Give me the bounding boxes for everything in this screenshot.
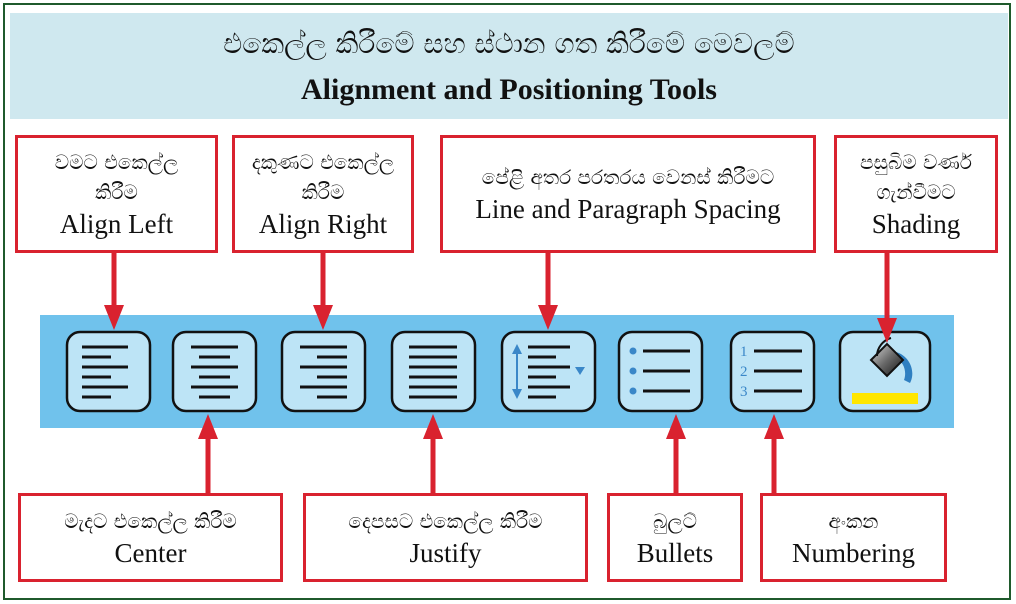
arrow-justify [423, 414, 443, 493]
label-align-right-english: Align Right [258, 209, 388, 239]
label-center-sinhala: මැදට එකෙල්ල කිරීම [64, 508, 237, 533]
align-right-button[interactable] [280, 330, 367, 413]
arrow-shading [877, 253, 897, 343]
title-banner: එකෙල්ල කිරීමේ සහ ස්ථාන ගත කිරීමේ මෙවලම් … [10, 13, 1008, 119]
justify-icon [409, 345, 457, 399]
numbering-button[interactable]: 1 2 3 [729, 330, 816, 413]
label-align-left-sinhala: වමට එකෙල්ල කිරීම [54, 150, 179, 204]
bullets-button[interactable] [617, 330, 704, 413]
label-justify: දෙපසට එකෙල්ල කිරීම Justify [303, 493, 588, 582]
shading-button[interactable] [838, 330, 932, 413]
label-shading-sinhala: පසුබිම වර්ණ ගැන්වීමට [860, 150, 972, 204]
label-shading: පසුබිම වර්ණ ගැන්වීමට Shading [834, 135, 998, 253]
align-left-button[interactable] [65, 330, 152, 413]
arrow-numbering [764, 414, 784, 493]
label-justify-sinhala: දෙපසට එකෙල්ල කිරීම [348, 508, 543, 533]
label-numbering: අංකන Numbering [760, 493, 947, 582]
arrow-align-left [104, 253, 124, 330]
label-bullets-english: Bullets [636, 537, 714, 568]
label-shading-english: Shading [871, 209, 961, 239]
justify-button[interactable] [390, 330, 477, 413]
bullets-icon [629, 347, 690, 395]
arrow-line-spacing [538, 253, 558, 330]
label-justify-english: Justify [409, 537, 482, 568]
line-spacing-button[interactable] [500, 330, 597, 413]
title-english: Alignment and Positioning Tools [301, 73, 717, 106]
number-2: 2 [740, 364, 748, 380]
paint-bucket-icon [852, 337, 918, 404]
dropdown-arrow-icon [575, 367, 585, 375]
title-sinhala: එකෙල්ල කිරීමේ සහ ස්ථාන ගත කිරීමේ මෙවලම් [223, 27, 795, 60]
label-numbering-english: Numbering [792, 537, 915, 568]
numbering-icon: 1 2 3 [740, 344, 802, 400]
align-left-icon [82, 345, 128, 399]
label-line-spacing: පේළි අතර පරතරය වෙනස් කිරීමට Line and Par… [440, 135, 816, 253]
label-align-right: දකුණට එකෙල්ල කිරීම Align Right [232, 135, 414, 253]
label-line-spacing-sinhala: පේළි අතර පරතරය වෙනස් කිරීමට [481, 165, 775, 189]
outer-frame [3, 3, 1011, 600]
align-right-icon [300, 345, 347, 399]
label-bullets: බුලට් Bullets [607, 493, 743, 582]
number-1: 1 [740, 344, 748, 360]
arrow-bullets [666, 414, 686, 493]
pointer-arrows [104, 253, 897, 493]
label-align-left-english: Align Left [59, 209, 174, 239]
label-line-spacing-english: Line and Paragraph Spacing [475, 194, 781, 224]
label-align-right-sinhala: දකුණට එකෙල්ල කිරීම [251, 150, 395, 204]
number-3: 3 [740, 384, 748, 400]
arrow-center [198, 414, 218, 493]
label-numbering-sinhala: අංකන [828, 508, 879, 533]
align-center-icon [191, 345, 238, 399]
line-spacing-icon [512, 344, 585, 399]
label-align-left: වමට එකෙල්ල කිරීම Align Left [15, 135, 218, 253]
center-button[interactable] [171, 330, 258, 413]
shading-color-bar [852, 393, 918, 404]
label-bullets-sinhala: බුලට් [653, 508, 697, 533]
label-center: මැදට එකෙල්ල කිරීම Center [18, 493, 283, 582]
label-center-english: Center [114, 537, 187, 568]
arrow-align-right [313, 253, 333, 330]
